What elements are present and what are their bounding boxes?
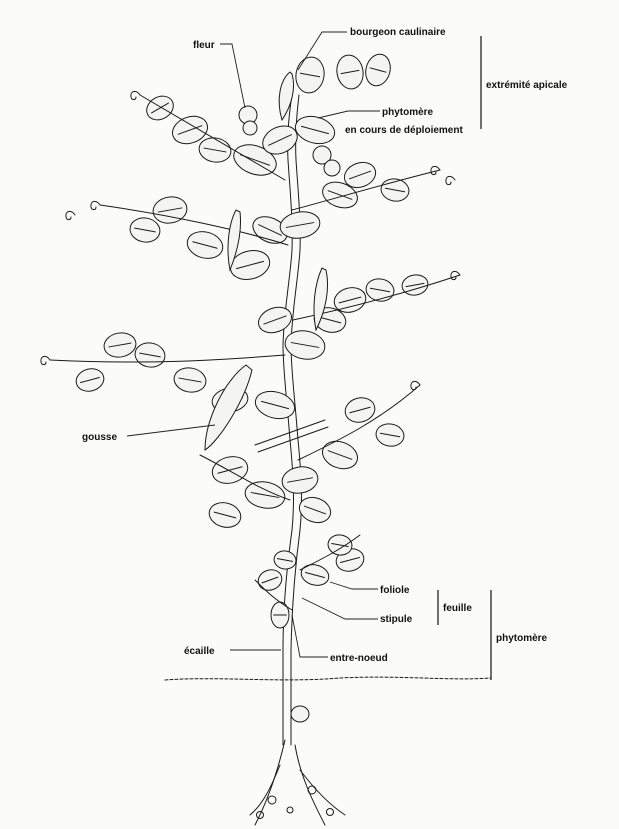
label-deploiement: en cours de déploiement — [345, 125, 463, 136]
label-extremite-apicale: extrémité apicale — [486, 80, 568, 91]
soil-line — [165, 677, 490, 680]
tendril — [41, 356, 50, 364]
label-feuille: feuille — [443, 603, 472, 614]
tendril — [446, 176, 455, 184]
tendril — [131, 91, 140, 99]
roots — [250, 740, 345, 825]
label-bourgeon-caulinaire: bourgeon caulinaire — [350, 27, 446, 38]
break-marks — [255, 420, 328, 452]
label-gousse: gousse — [82, 432, 117, 443]
label-phytomere-top: phytomère — [382, 107, 434, 118]
tendril — [91, 201, 100, 209]
label-fleur: fleur — [193, 40, 215, 51]
label-foliole: foliole — [380, 585, 410, 596]
label-entre-noeud: entre-noeud — [330, 653, 388, 664]
main-stem — [283, 95, 293, 745]
tendril — [66, 211, 75, 219]
label-stipule: stipule — [380, 614, 413, 625]
label-ecaille: écaille — [184, 646, 215, 657]
label-phytomere-bottom: phytomère — [496, 633, 548, 644]
seed — [291, 706, 309, 722]
leaflets — [41, 51, 460, 628]
